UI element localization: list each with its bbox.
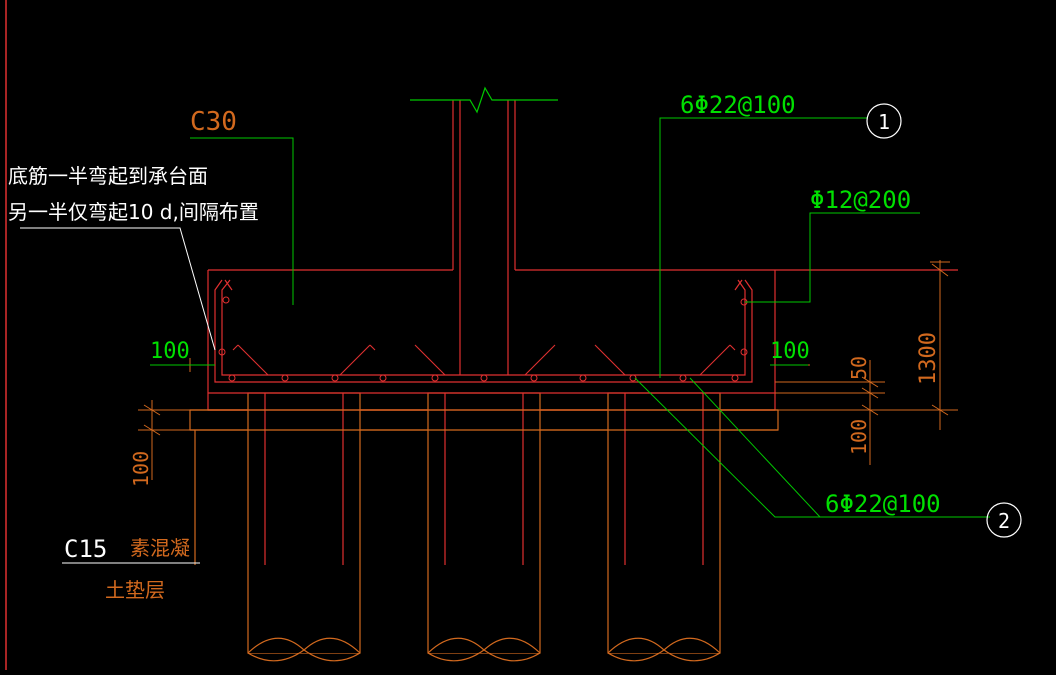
rebar-dots	[218, 296, 748, 382]
column-stub	[452, 100, 516, 375]
rebar-tag-1-circle	[866, 103, 902, 139]
concrete-grade-label: C30	[190, 107, 237, 137]
break-symbol	[410, 86, 558, 114]
note-leader	[20, 227, 216, 351]
rebar-bottom-label: 6Φ22@100	[825, 490, 941, 518]
pile-left	[247, 392, 361, 662]
rebar-top-label: 6Φ22@100	[680, 91, 796, 119]
cushion-word-2: 土垫层	[105, 578, 165, 602]
note-line-1: 底筋一半弯起到承台面	[8, 164, 208, 188]
cover-left-label: 100	[150, 339, 190, 364]
dim-50-label: 50	[847, 356, 871, 380]
bent-bars	[232, 344, 736, 376]
dim-1300-label: 1300	[916, 332, 941, 385]
cushion-edge	[190, 409, 778, 431]
cushion-word-1: 素混凝	[130, 536, 190, 560]
rebar-tag-2-text: 2	[998, 509, 1010, 533]
rebar-tag-2-circle	[986, 502, 1022, 538]
pile-right	[607, 392, 721, 662]
rebar-tag-1-text: 1	[878, 110, 890, 134]
leader-lines	[150, 117, 990, 518]
dim-100-right-label: 100	[847, 419, 871, 455]
dim-100-left-label: 100	[129, 451, 153, 487]
piles	[247, 392, 721, 662]
pile-middle	[427, 392, 541, 662]
note-line-2: 另一半仅弯起10 d,间隔布置	[8, 200, 259, 224]
cushion-grade-label: C15	[64, 535, 107, 563]
dim-lines-right	[775, 260, 958, 465]
rebar-stirrup-label: Φ12@200	[810, 186, 911, 214]
rebar-cage	[214, 279, 753, 383]
cover-right-label: 100	[770, 339, 810, 364]
pile-cap-outline	[207, 269, 958, 411]
